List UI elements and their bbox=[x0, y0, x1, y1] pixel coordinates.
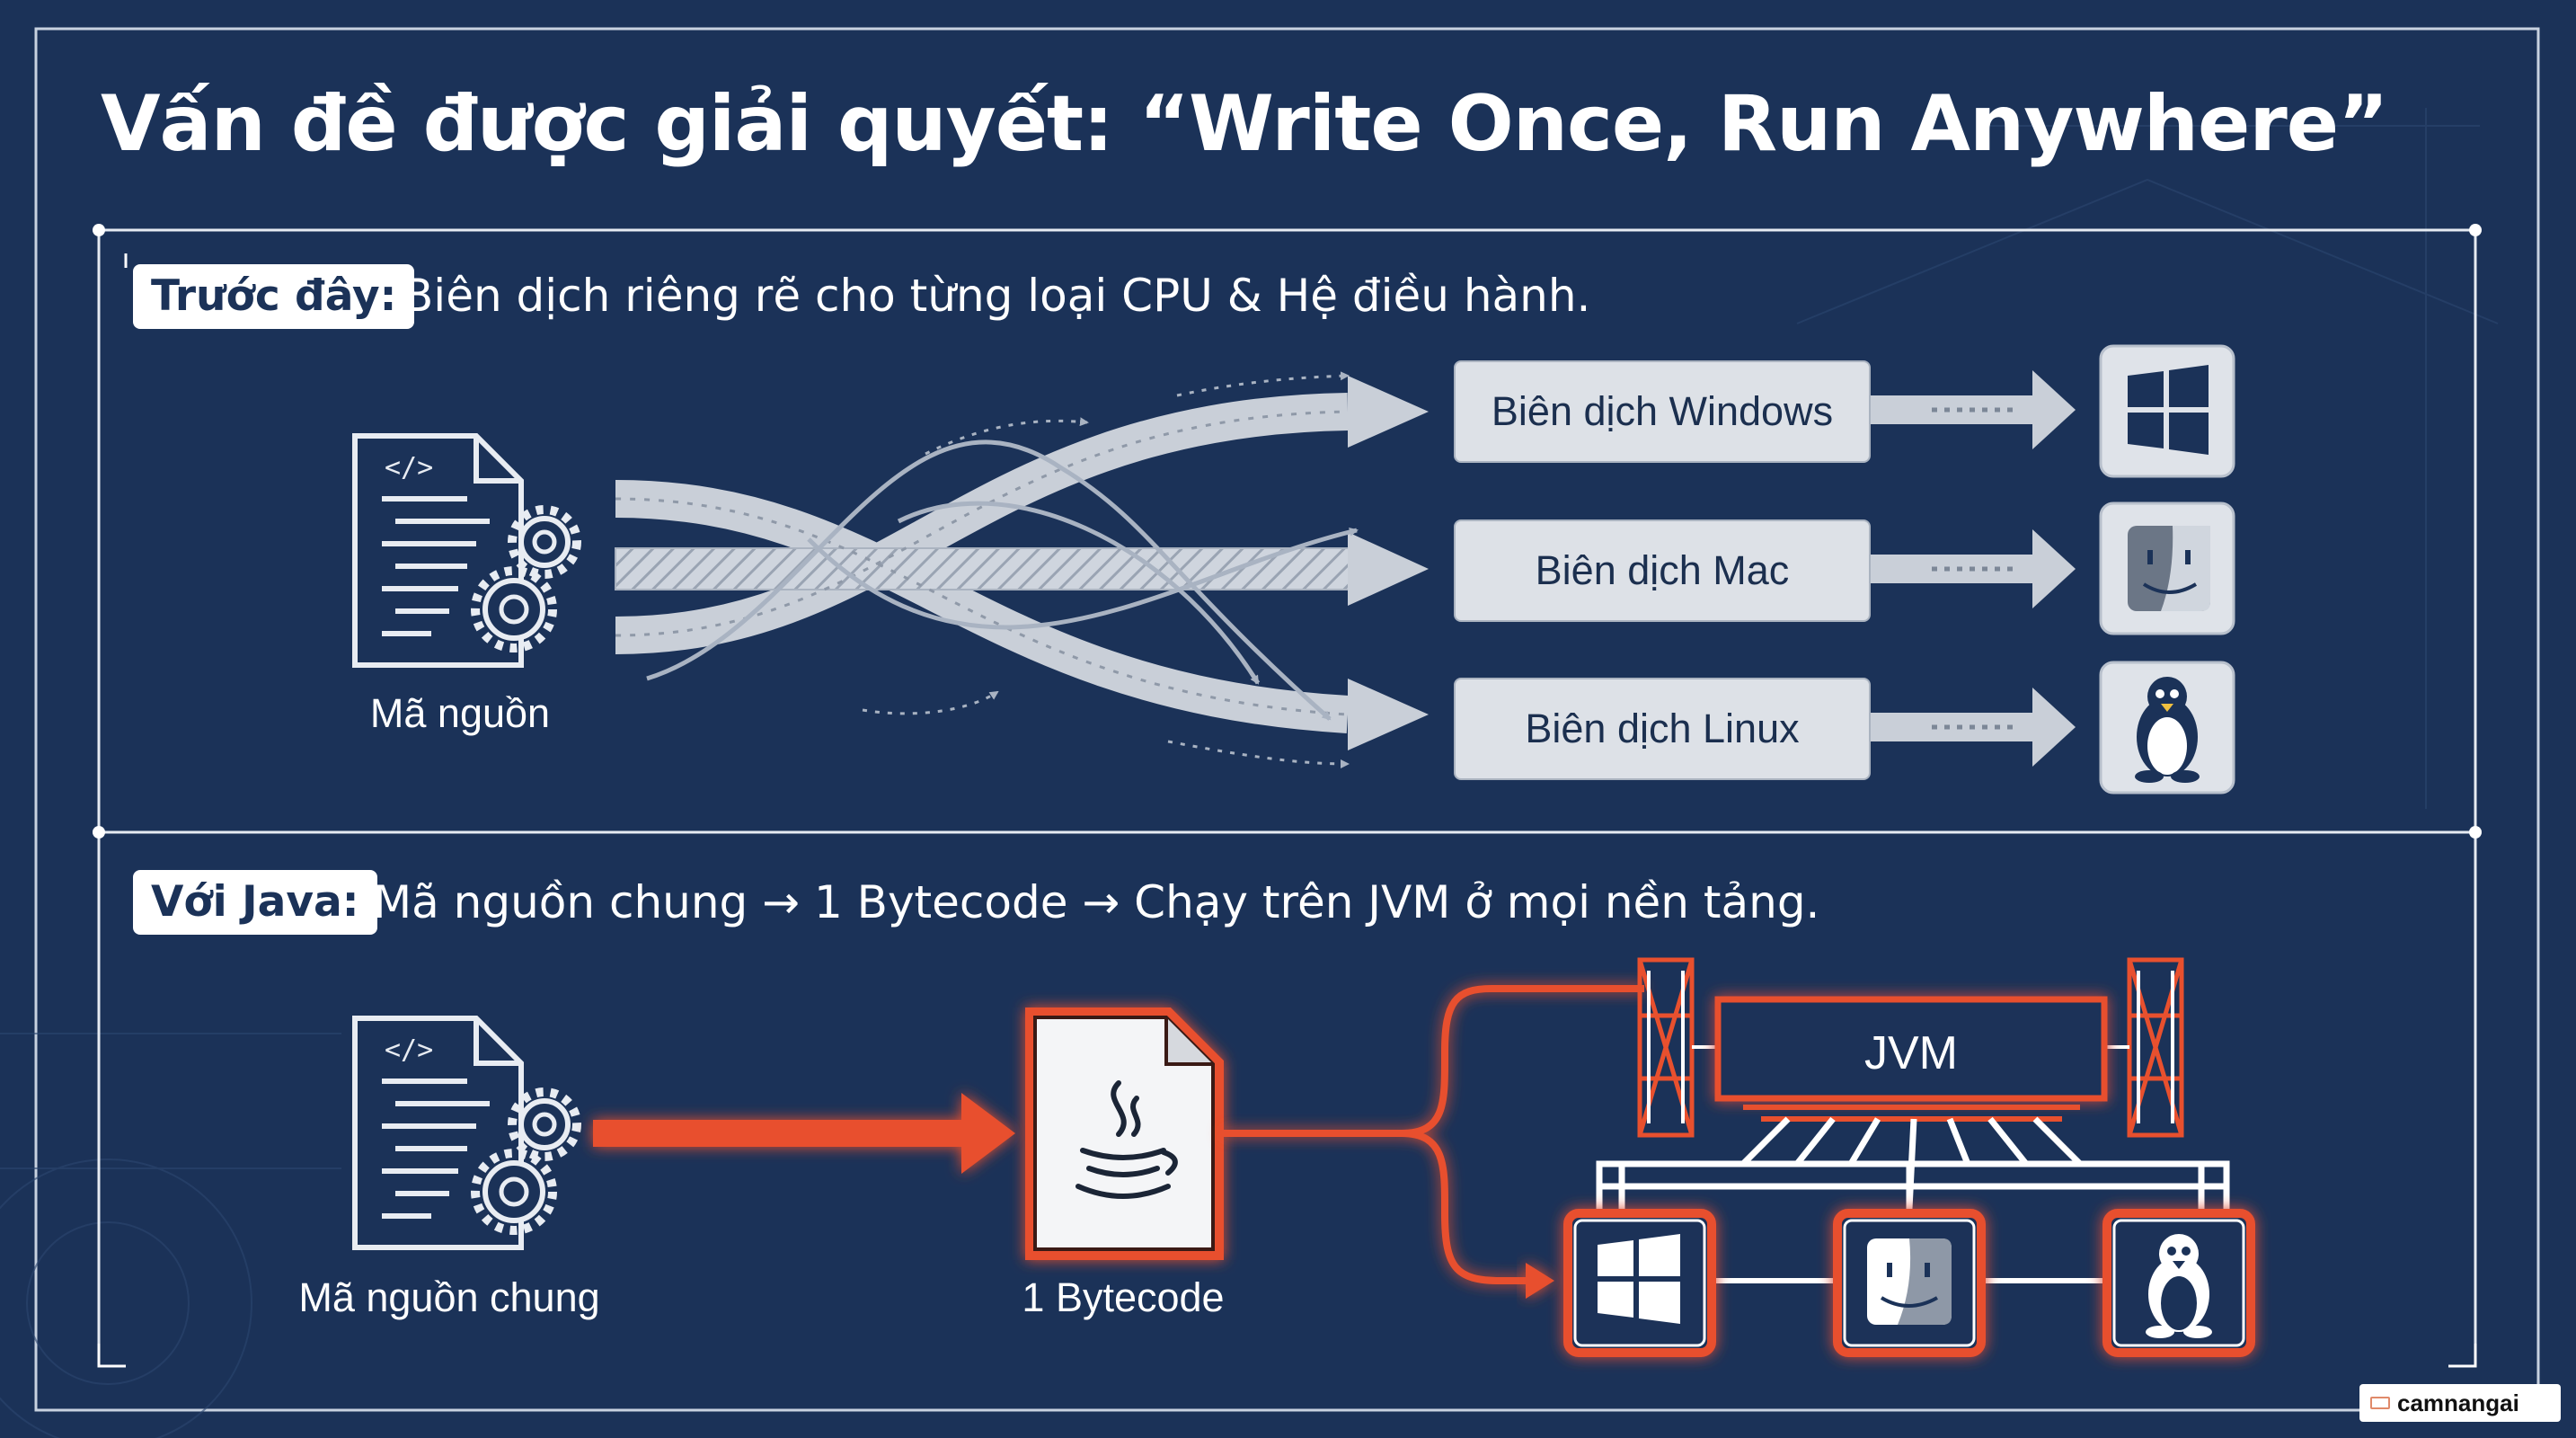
section-frames bbox=[97, 228, 2477, 1366]
platform-tile-windows bbox=[1563, 1209, 1716, 1357]
compile-to-os-arrows bbox=[1869, 370, 2076, 767]
mac-finder-icon bbox=[2128, 526, 2210, 611]
java-description: Mã nguồn chung → 1 Bytecode → Chạy trên … bbox=[373, 876, 1820, 928]
linux-tux-icon bbox=[2146, 1234, 2212, 1338]
tangled-compile-arrows bbox=[615, 371, 1429, 768]
windows-icon bbox=[1598, 1234, 1680, 1324]
platform-tile-mac bbox=[1833, 1209, 1986, 1357]
compile-box-windows: Biên dịch Windows bbox=[1454, 360, 1871, 463]
source-code-document-icon: </> bbox=[352, 433, 581, 668]
windows-icon bbox=[2128, 365, 2209, 455]
common-source-caption: Mã nguồn chung bbox=[298, 1274, 600, 1320]
os-tile-windows bbox=[2099, 344, 2235, 478]
source-code-caption: Mã nguồn bbox=[369, 690, 551, 736]
java-coffee-icon bbox=[1076, 1080, 1178, 1199]
mac-finder-icon bbox=[1867, 1238, 1952, 1325]
bytecode-to-jvm-connectors bbox=[1222, 985, 1644, 1284]
slide-title: Vấn đề được giải quyết: “Write Once, Run… bbox=[101, 79, 2389, 169]
before-tag: Trước đây: bbox=[133, 264, 415, 329]
compile-box-mac: Biên dịch Mac bbox=[1454, 519, 1871, 622]
svg-text:</>: </> bbox=[385, 452, 433, 484]
bytecode-file-icon bbox=[1025, 1007, 1224, 1260]
outer-frame bbox=[34, 27, 2540, 1412]
compile-box-linux: Biên dịch Linux bbox=[1454, 678, 1871, 780]
source-to-bytecode-arrow bbox=[593, 1093, 1015, 1174]
common-source-document-icon: </> bbox=[352, 1016, 581, 1250]
jvm-label: JVM bbox=[1864, 1027, 1958, 1079]
os-tile-linux bbox=[2099, 661, 2235, 794]
java-tag: Với Java: bbox=[133, 870, 377, 935]
linux-tux-icon bbox=[2135, 677, 2200, 783]
panel-corner-dots bbox=[93, 224, 2482, 839]
bytecode-caption: 1 Bytecode bbox=[1022, 1274, 1225, 1320]
platform-tile-linux bbox=[2102, 1209, 2255, 1357]
os-tile-mac bbox=[2099, 502, 2235, 635]
watermark-text: camnangai bbox=[2397, 1389, 2519, 1416]
background-grid bbox=[0, 108, 2499, 1438]
svg-text:</>: </> bbox=[385, 1034, 433, 1066]
corner-brackets bbox=[97, 253, 2477, 1368]
book-icon bbox=[2370, 1397, 2390, 1409]
before-description: Biên dịch riêng rẽ cho từng loại CPU & H… bbox=[403, 270, 1591, 322]
jvm-machine bbox=[1596, 957, 2230, 1283]
watermark-badge: camnangai bbox=[2359, 1384, 2561, 1422]
